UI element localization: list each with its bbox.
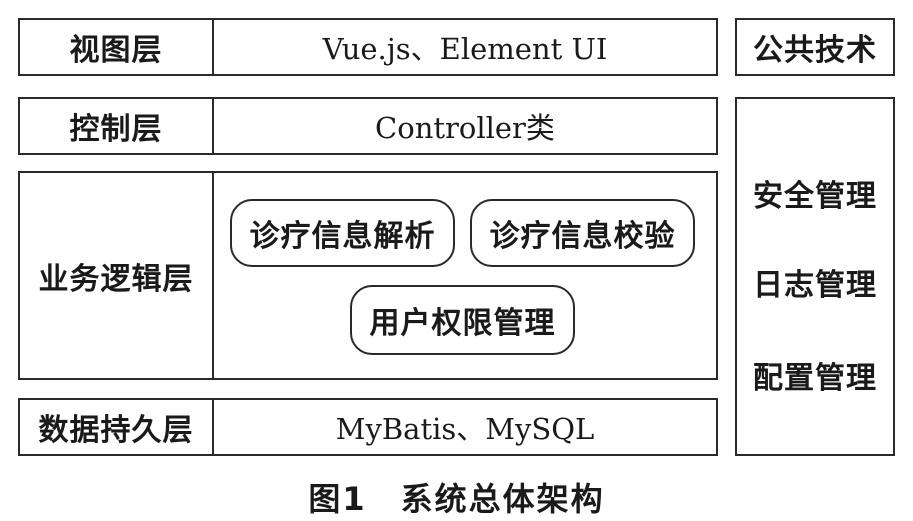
control-layer-divider [212,99,214,153]
module-diagnosis-validation: 诊疗信息校验 [470,199,695,267]
data-layer-divider [212,400,214,454]
common-item-logging: 日志管理 [753,268,877,303]
control-layer-box: 控制层 Controller类 [18,97,718,155]
common-tech-items-box: 安全管理 日志管理 配置管理 [735,97,895,456]
view-layer-divider [212,20,214,74]
common-tech-title: 公共技术 [753,33,877,68]
data-layer-label: 数据持久层 [38,413,194,448]
common-item-security: 安全管理 [753,179,877,214]
module-user-permission: 用户权限管理 [350,285,575,355]
common-tech-title-box: 公共技术 [735,18,895,76]
business-layer-divider [212,173,214,378]
control-layer-content: Controller类 [375,111,555,145]
data-layer-content: MyBatis、MySQL [335,412,595,446]
view-layer-content: Vue.js、Element UI [322,32,608,66]
module-diagnosis-parsing: 诊疗信息解析 [230,199,455,267]
figure-caption: 图1 系统总体架构 [308,480,605,518]
business-layer-label: 业务逻辑层 [38,261,194,297]
data-layer-box: 数据持久层 MyBatis、MySQL [18,398,718,456]
view-layer-box: 视图层 Vue.js、Element UI [18,18,718,76]
view-layer-label: 视图层 [69,33,163,68]
common-item-config: 配置管理 [753,361,877,396]
business-layer-box: 业务逻辑层 诊疗信息解析 诊疗信息校验 用户权限管理 [18,171,718,380]
control-layer-label: 控制层 [69,112,163,147]
